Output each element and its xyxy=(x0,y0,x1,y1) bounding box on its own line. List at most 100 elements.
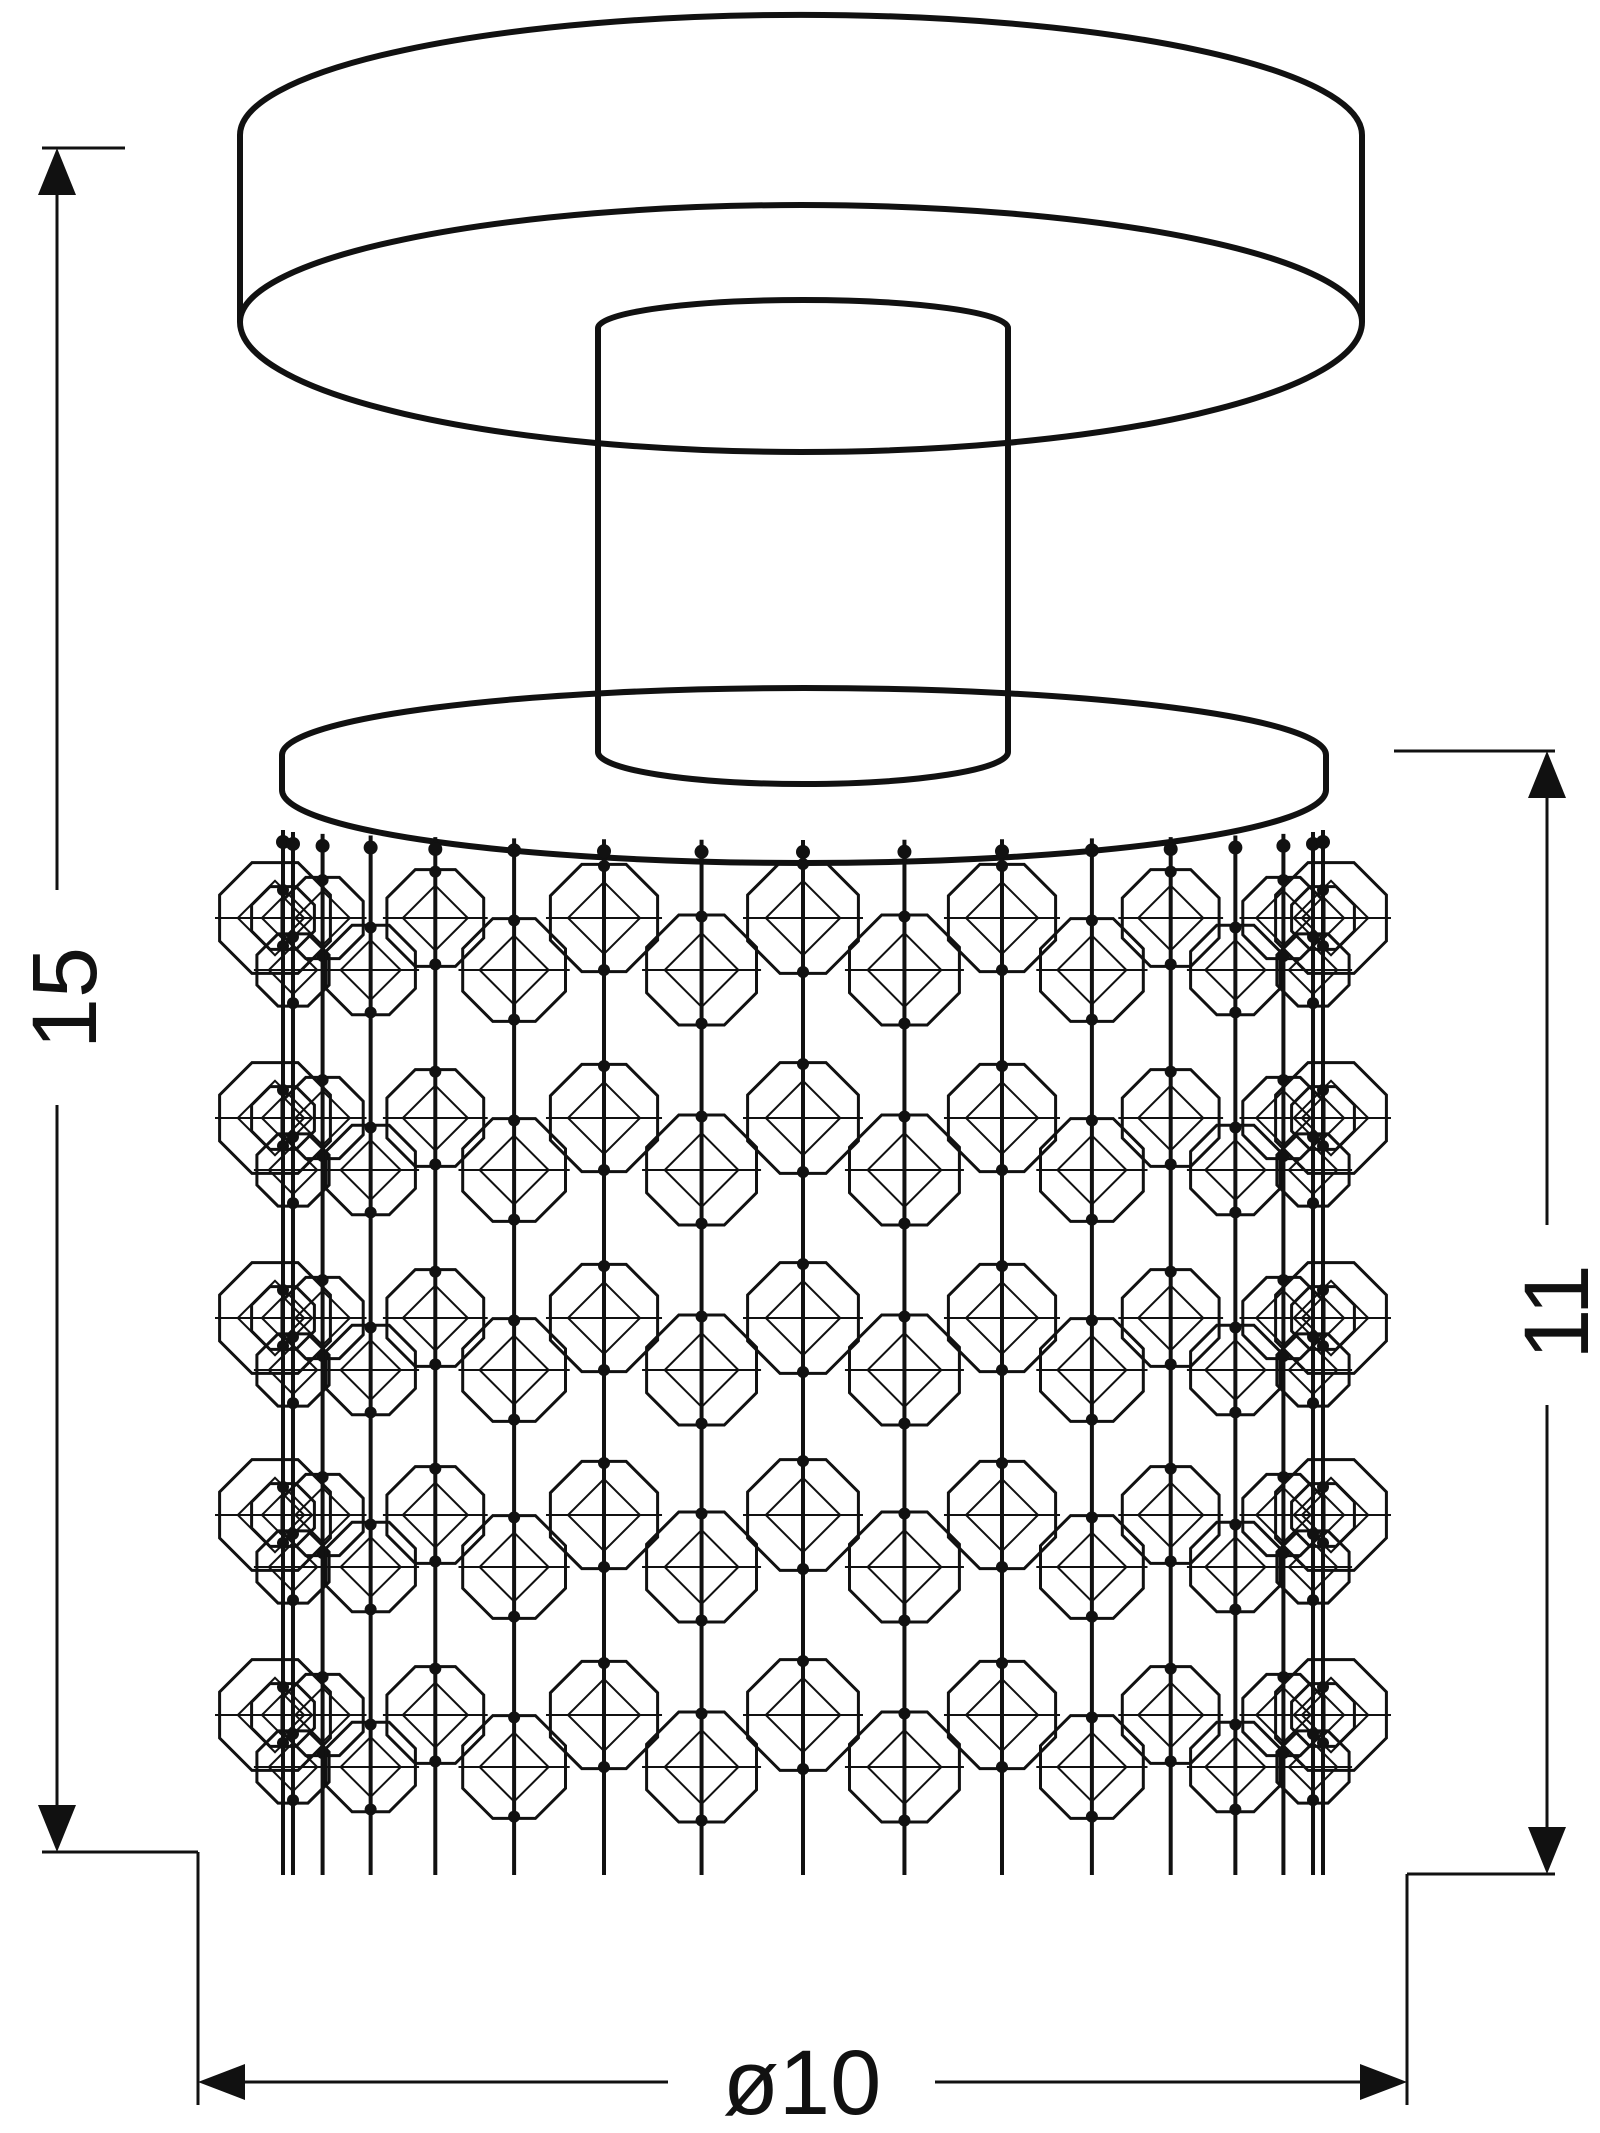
dimension-diameter: ø10 xyxy=(196,1852,1409,2133)
bead-connector xyxy=(898,1814,911,1827)
bead-connector xyxy=(1307,1794,1320,1807)
crystal-bead xyxy=(1039,1317,1145,1423)
bead-connector xyxy=(1229,1006,1242,1019)
bead-connector xyxy=(429,1555,442,1568)
bead-connector xyxy=(898,1507,911,1520)
crystal-bead xyxy=(385,1465,486,1565)
bead-connector xyxy=(508,1610,521,1623)
bead-connector xyxy=(797,858,809,870)
bead-connector xyxy=(898,1310,911,1323)
bead-connector xyxy=(1085,1114,1098,1127)
crystal-bead xyxy=(280,1672,365,1758)
bead-connector xyxy=(1164,958,1177,971)
bead-connector xyxy=(364,1406,377,1419)
bead-connector xyxy=(695,1417,708,1430)
bead-connector xyxy=(364,1206,377,1219)
bead-connector xyxy=(695,1017,708,1030)
bead-connector xyxy=(364,1518,377,1531)
crystal-bead xyxy=(1274,1261,1388,1375)
bead-connector xyxy=(695,1614,708,1627)
crystal-bead xyxy=(385,1665,486,1765)
strand-hook xyxy=(1084,843,1099,858)
crystal-bead xyxy=(548,1262,660,1374)
bead-connector xyxy=(286,1794,299,1807)
crystal-bead xyxy=(324,1720,417,1814)
crystal-bead xyxy=(746,1261,860,1375)
bead-connector xyxy=(508,1413,521,1426)
crystal-bead xyxy=(1189,923,1282,1017)
bead-connector xyxy=(1085,1511,1098,1524)
crystal-bead xyxy=(1189,1520,1282,1614)
bead-connector xyxy=(1085,1213,1098,1226)
strand-hook xyxy=(363,840,378,855)
bead-connector xyxy=(598,1761,611,1774)
bead-connector xyxy=(598,1456,611,1469)
bead-connector xyxy=(797,1455,809,1467)
bead-connector xyxy=(898,1417,911,1430)
bead-connector xyxy=(995,1761,1008,1774)
bead-connector xyxy=(898,1017,911,1030)
bead-connector xyxy=(598,1656,611,1669)
bead-connector xyxy=(364,1121,377,1134)
crystal-bead xyxy=(645,1510,758,1624)
crystal-bead xyxy=(280,1472,365,1558)
bead-connector xyxy=(995,1364,1008,1377)
bead-connector xyxy=(364,1321,377,1334)
bead-connector xyxy=(508,1711,521,1724)
crystal-bead xyxy=(1120,1068,1221,1168)
crystal-bead xyxy=(218,1061,332,1175)
crystal-bead xyxy=(461,917,567,1023)
crystal-bead xyxy=(385,1268,486,1368)
bead-connector xyxy=(1307,997,1320,1010)
bead-connector xyxy=(995,1561,1008,1574)
bead-connector xyxy=(1229,1603,1242,1616)
crystal-bead xyxy=(548,1659,660,1771)
crystal-bead xyxy=(280,1275,365,1361)
bead-connector xyxy=(995,1164,1008,1177)
bead-connector xyxy=(429,958,442,971)
bead-connector xyxy=(898,1707,911,1720)
bead-connector xyxy=(508,1013,521,1026)
bead-connector xyxy=(598,1164,611,1177)
bead-connector xyxy=(364,1603,377,1616)
bead-connector xyxy=(598,859,611,872)
bead-connector xyxy=(429,1358,442,1371)
crystal-bead xyxy=(645,1113,758,1227)
crystal-bead xyxy=(1120,1665,1221,1765)
bead-connector xyxy=(1085,1013,1098,1026)
crystal-bead xyxy=(280,875,365,961)
strand-hook xyxy=(285,836,300,851)
strand-hook xyxy=(1163,842,1178,857)
bead-connector xyxy=(695,1507,708,1520)
bead-connector xyxy=(1307,1594,1320,1607)
crystal-bead xyxy=(461,1317,567,1423)
bead-connector xyxy=(286,1594,299,1607)
crystal-bead xyxy=(548,862,660,974)
bead-connector xyxy=(797,1655,809,1667)
bead-connector xyxy=(429,1158,442,1171)
bead-connector xyxy=(995,859,1008,872)
dimension-total-height: 15 xyxy=(14,146,198,1854)
bead-connector xyxy=(695,1110,708,1123)
bead-connector xyxy=(1085,1610,1098,1623)
crystal-bead xyxy=(324,923,417,1017)
bead-connector xyxy=(364,1718,377,1731)
bead-connector xyxy=(898,1217,911,1230)
crystal-bead xyxy=(946,862,1058,974)
bead-connector xyxy=(364,1803,377,1816)
bead-connector xyxy=(286,1397,299,1410)
bead-connector xyxy=(1085,914,1098,927)
bead-connector xyxy=(1229,1406,1242,1419)
bead-connector xyxy=(364,921,377,934)
crystal-bead xyxy=(1274,1458,1388,1572)
bead-connector xyxy=(429,865,442,878)
crystal-bead xyxy=(1189,1123,1282,1217)
crystal-bead xyxy=(218,1658,332,1772)
crystal-bead xyxy=(385,868,486,968)
bead-connector xyxy=(1307,1197,1320,1210)
crystal-bead xyxy=(1189,1720,1282,1814)
bead-connector xyxy=(695,1217,708,1230)
crystal-bead xyxy=(1241,1672,1326,1758)
strand-hook xyxy=(1276,838,1291,853)
bead-connector xyxy=(1164,1065,1177,1078)
